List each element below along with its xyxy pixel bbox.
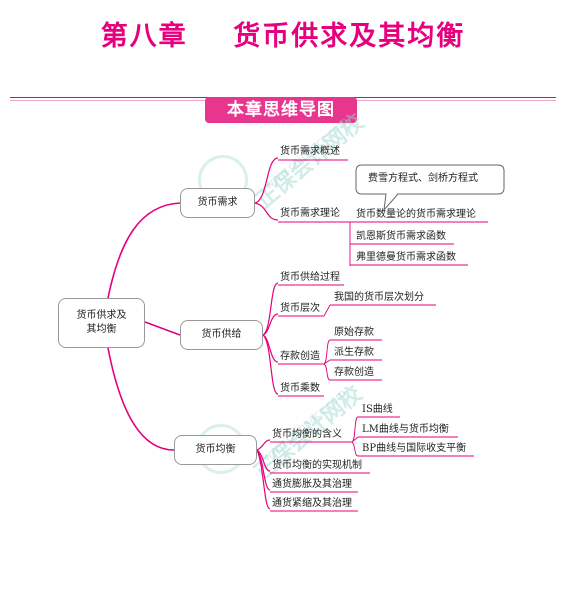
connector-root-equilibrium xyxy=(107,347,175,451)
bracket-supply-creation xyxy=(323,339,331,381)
node-supply-process: 货币供给过程 xyxy=(280,272,340,283)
branch-equilibrium: 货币均衡 xyxy=(174,435,257,465)
node-meaning-item-0: IS曲线 xyxy=(362,404,393,415)
connector-supply-levels xyxy=(262,313,279,336)
connector-eq-deflation xyxy=(256,449,271,510)
node-eq-mechanism: 货币均衡的实现机制 xyxy=(272,460,362,471)
root-label-line2: 其均衡 xyxy=(86,324,117,335)
connector-root-supply xyxy=(144,321,181,336)
connector-root-demand xyxy=(107,202,181,299)
branch-supply: 货币供给 xyxy=(180,320,263,350)
bracket-supply-levels xyxy=(323,304,331,317)
node-supply-levels: 货币层次 xyxy=(280,303,320,314)
node-eq-deflation: 通货紧缩及其治理 xyxy=(272,498,352,509)
chapter-title: 第八章 货币供求及其均衡 xyxy=(100,21,466,52)
node-eq-meaning: 货币均衡的含义 xyxy=(272,429,342,440)
node-meaning-item-2: BP曲线与国际收支平衡 xyxy=(362,443,467,454)
node-creation-item-1: 派生存款 xyxy=(334,347,374,358)
connector-supply-multiplier xyxy=(262,334,279,395)
node-levels-item-0: 我国的货币层次划分 xyxy=(334,292,424,303)
node-eq-inflation: 通货膨胀及其治理 xyxy=(272,479,352,490)
connector-demand-overview xyxy=(254,157,279,204)
node-demand-overview: 货币需求概述 xyxy=(280,146,340,157)
node-supply-multiplier: 货币乘数 xyxy=(280,383,320,394)
node-theory-item-0: 货币数量论的货币需求理论 xyxy=(356,209,476,220)
root-label-line1: 货币供求及 xyxy=(76,310,127,321)
connector-supply-process xyxy=(262,282,279,336)
node-demand-callout: 费雪方程式、剑桥方程式 xyxy=(368,173,478,184)
branch-demand: 货币需求 xyxy=(180,188,255,218)
connector-demand-theory xyxy=(254,202,279,221)
node-theory-item-1: 凯恩斯货币需求函数 xyxy=(356,231,446,242)
bracket-eq-meaning xyxy=(351,416,359,457)
node-meaning-item-1: LM曲线与货币均衡 xyxy=(362,424,449,435)
root-node: 货币供求及 其均衡 xyxy=(58,298,145,348)
node-creation-item-0: 原始存款 xyxy=(334,327,374,338)
node-demand-theory: 货币需求理论 xyxy=(280,208,340,219)
connector-eq-meaning xyxy=(256,439,271,451)
map-heading: 本章思维导图 xyxy=(205,97,357,123)
node-theory-item-2: 弗里德曼货币需求函数 xyxy=(356,252,456,263)
node-supply-creation: 存款创造 xyxy=(280,351,320,362)
node-creation-item-2: 存款创造 xyxy=(334,367,374,378)
callout-bubble xyxy=(355,164,505,212)
